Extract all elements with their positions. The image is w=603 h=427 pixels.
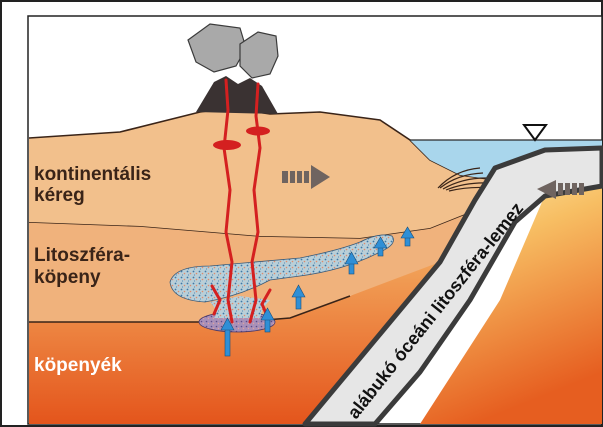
- magma-chamber-right: [246, 127, 270, 136]
- label-continental-crust-1: kontinentális: [34, 164, 151, 185]
- label-lithospheric-mantle-2: köpeny: [34, 267, 101, 288]
- label-lithospheric-mantle-1: Litoszféra-: [34, 245, 130, 266]
- label-asthenosphere: köpenyék: [34, 355, 122, 376]
- label-continental-crust-2: kéreg: [34, 185, 85, 206]
- magma-chamber-left: [213, 140, 241, 150]
